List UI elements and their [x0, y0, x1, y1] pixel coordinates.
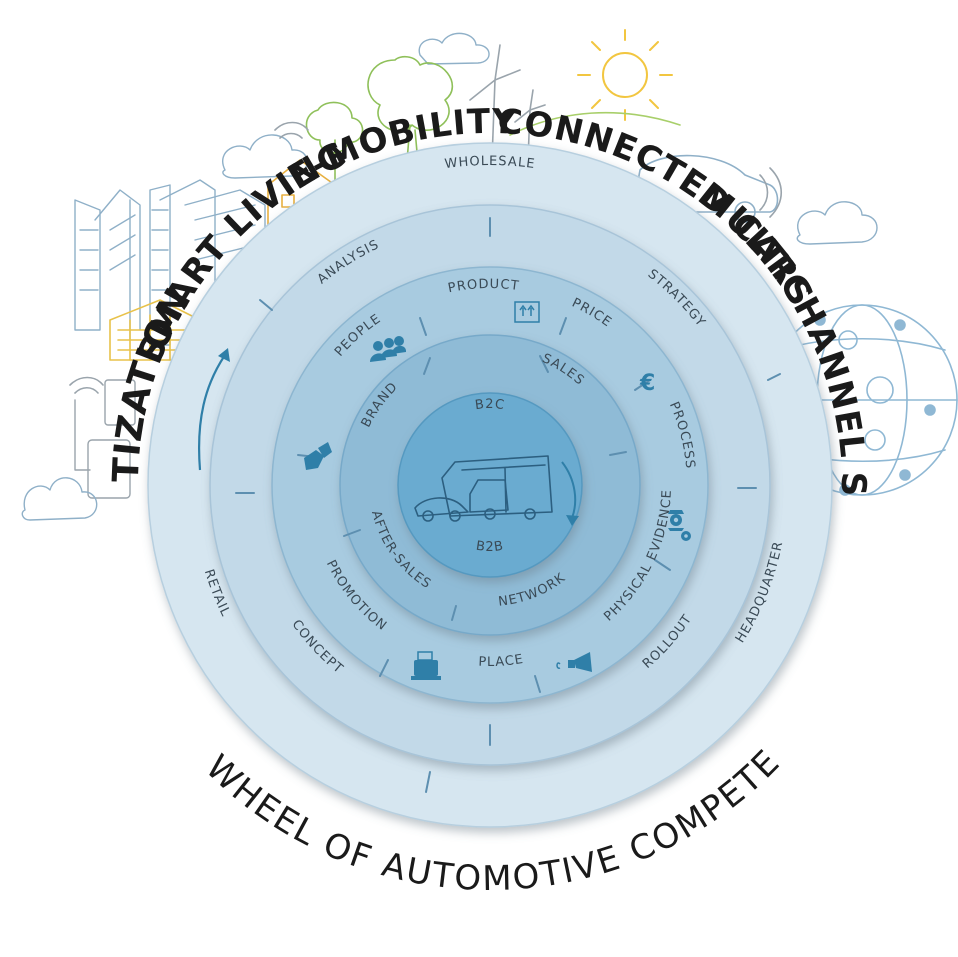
handshake-icon	[304, 442, 332, 470]
cloud-left-sketch	[21, 477, 98, 521]
svg-text:B2C: B2C	[474, 397, 506, 413]
label-product: PRODUCT	[447, 277, 520, 296]
gears-icon	[668, 510, 691, 541]
euro-icon: €	[639, 371, 655, 396]
rotation-arrow-icon	[197, 354, 226, 471]
megaphone-icon	[556, 652, 592, 672]
product-box-icon	[514, 301, 540, 323]
cloud-top-sketch	[222, 32, 490, 179]
people-icon	[370, 336, 407, 362]
marketing-mix-icons: €	[304, 301, 691, 680]
wind-turbine-sketch	[469, 44, 546, 161]
svg-text:WHOLESALE: WHOLESALE	[444, 154, 536, 172]
wifi-sketch	[69, 121, 783, 394]
vehicles-icon	[414, 455, 553, 522]
label-place: PLACE	[478, 652, 524, 670]
center-circle	[397, 392, 583, 578]
label-wholesale: WHOLESALE	[444, 154, 535, 172]
sun-sketch	[577, 29, 673, 121]
label-b2c: B2C	[474, 397, 505, 413]
svg-text:PLACE: PLACE	[478, 652, 525, 670]
cash-register-icon	[411, 651, 441, 680]
svg-text:B2B: B2B	[475, 539, 505, 555]
city-skyline-sketch	[74, 179, 266, 346]
title-brand: HPP	[0, 0, 14, 9]
hills-sketch	[509, 111, 681, 136]
label-b2b: B2B	[475, 539, 504, 555]
svg-text:PRODUCT: PRODUCT	[447, 277, 521, 296]
center-rotation-arrow-icon	[561, 461, 577, 519]
cloud-right-sketch	[796, 201, 878, 245]
devices-sketch	[74, 379, 136, 499]
wheel	[147, 142, 833, 828]
